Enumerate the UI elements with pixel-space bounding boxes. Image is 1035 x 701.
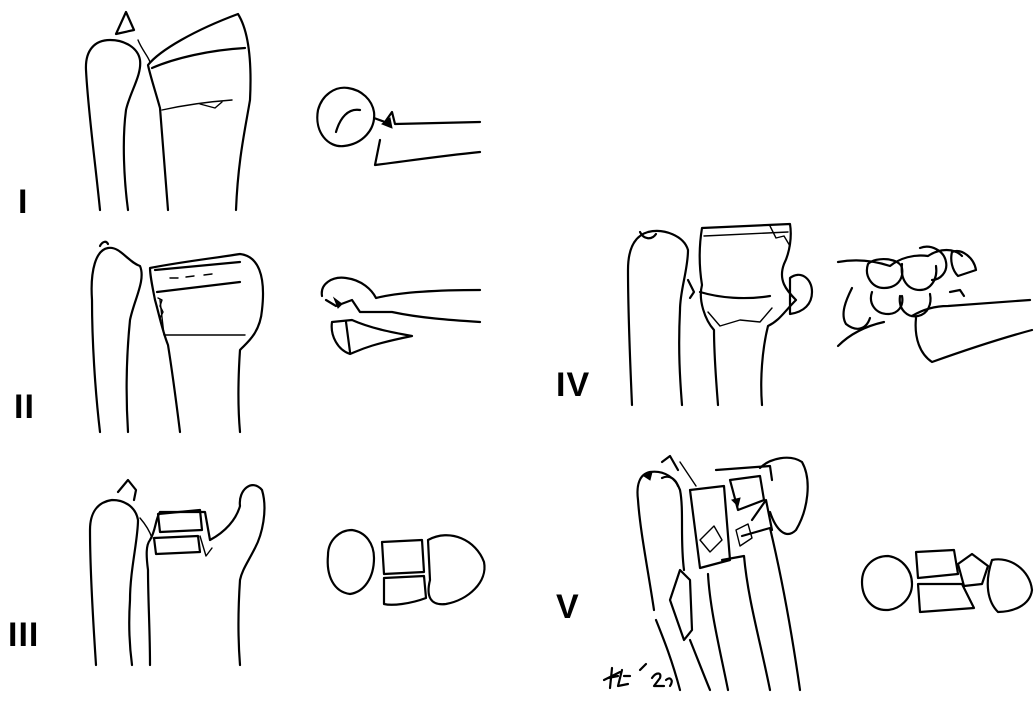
type-i-lateral-view (317, 88, 480, 165)
type-ii-lateral-view (322, 278, 480, 354)
type-iii-end-view (328, 530, 485, 605)
type-v-label: V (556, 590, 580, 624)
type-ii-ap-view (92, 242, 263, 432)
type-v-end-view (862, 550, 1032, 612)
artist-signature (604, 664, 672, 688)
type-v-ap-view (638, 456, 808, 690)
type-iv-ap-view (628, 224, 812, 405)
type-iv-lateral-view (838, 247, 1032, 362)
type-iii-label: III (8, 618, 39, 652)
type-i-label: I (18, 185, 28, 219)
type-i-ap-view (86, 12, 251, 210)
type-iv-label: IV (556, 368, 590, 402)
type-ii-label: II (14, 390, 35, 424)
type-iii-ap-view (90, 480, 264, 665)
